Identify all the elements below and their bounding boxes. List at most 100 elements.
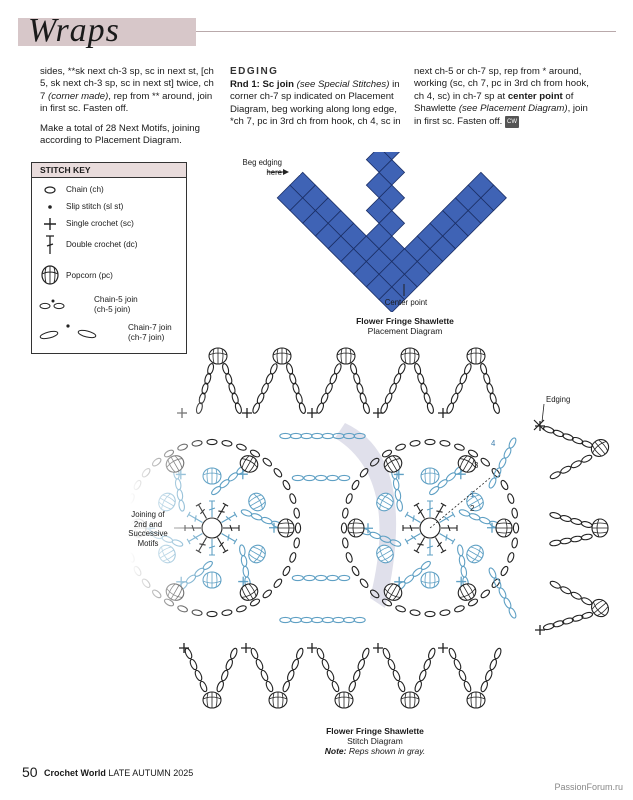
chain-mark: [311, 432, 324, 440]
chain-mark: [491, 578, 501, 589]
dc-mark: [435, 502, 447, 519]
chain-mark: [189, 658, 198, 671]
chain-mark: [439, 609, 451, 616]
chain-mark: [503, 447, 512, 459]
left-fade: [130, 398, 280, 638]
sc-mark: [307, 643, 317, 653]
chain-mark: [294, 522, 302, 534]
chain-mark: [489, 392, 497, 405]
chain-mark: [396, 499, 403, 512]
chain-mark: [289, 372, 297, 385]
chain-mark: [321, 616, 334, 624]
chain-mark: [458, 669, 467, 682]
chain-mark: [303, 574, 316, 582]
chain-mark: [343, 616, 356, 624]
chain-mark: [291, 658, 299, 671]
chain-mark: [492, 402, 500, 414]
chain-mark: [381, 449, 393, 458]
chain-mark: [423, 658, 431, 671]
placement-square: [378, 209, 406, 237]
round-number-2: 2: [470, 504, 475, 513]
popcorn-mark: [466, 492, 484, 512]
edging-paragraph: Rnd 1: Sc join (see Special Stitches) in…: [230, 79, 401, 128]
chain-mark: [409, 609, 421, 616]
page-number: 50: [22, 764, 38, 780]
chain-mark: [362, 647, 370, 660]
chain-mark: [282, 565, 291, 577]
popcorn-mark: [202, 691, 222, 709]
beg-arrow-head-icon: [283, 169, 289, 175]
chain-mark: [488, 567, 497, 579]
chain-mark: [292, 382, 300, 395]
center-point-label: Center point: [384, 298, 428, 307]
chain-mark: [468, 513, 481, 521]
chain-mark: [397, 680, 406, 693]
chain-mark: [580, 533, 593, 541]
center-ring: [419, 517, 441, 539]
chain-mark: [542, 623, 555, 631]
round-number-4: 4: [491, 439, 496, 448]
chain-mark: [491, 467, 501, 478]
chain-mark: [289, 552, 297, 563]
chain-mark: [316, 647, 325, 660]
chain-mark: [353, 616, 366, 624]
popcorn-mark: [466, 544, 484, 564]
paragraph-1: sides, **sk next ch-3 sp, sc in next st,…: [40, 66, 214, 115]
chain-mark: [340, 522, 348, 534]
chain-mark: [287, 669, 295, 682]
chain-mark: [428, 647, 436, 660]
chain-mark: [293, 537, 300, 549]
chain-mark: [295, 392, 303, 405]
edging-label: Edging: [546, 395, 571, 404]
chain-mark: [395, 443, 406, 451]
popcorn-mark: [591, 518, 609, 538]
chain-mark: [345, 493, 353, 504]
popcorn-mark: [376, 544, 394, 564]
popcorn-mark: [336, 347, 356, 365]
chain-mark: [314, 474, 328, 482]
chain-mark: [282, 479, 291, 491]
chain-mark: [448, 647, 457, 660]
chain-mark: [279, 616, 292, 624]
chain-mark: [480, 363, 488, 375]
sc-mark: [373, 408, 383, 418]
chain-mark: [351, 479, 360, 491]
chain-mark: [353, 432, 366, 440]
chain-mark: [321, 658, 330, 671]
slip-stitch-icon: [48, 205, 52, 209]
chain-mark: [230, 647, 238, 660]
chain-mark: [300, 432, 313, 440]
chain-mark: [570, 460, 582, 469]
chain-mark: [480, 457, 491, 467]
chain-mark: [562, 617, 574, 625]
chain-mark: [381, 598, 393, 607]
column-3: next ch-5 or ch-7 sp, rep from * around,…: [414, 66, 594, 129]
chain-mark: [454, 443, 465, 451]
chain-mark: [265, 680, 274, 693]
chain-mark: [303, 474, 316, 482]
chain-mark: [552, 620, 565, 628]
chain-mark: [311, 616, 324, 624]
chain-mark: [570, 535, 583, 543]
chain-mark: [560, 586, 572, 595]
chain-mark: [498, 457, 507, 469]
chain-mark: [298, 402, 306, 414]
chain-mark: [314, 574, 328, 582]
popcorn-mark: [376, 492, 394, 512]
chain-mark: [559, 537, 572, 545]
placement-caption: Flower Fringe Shawlette Placement Diagra…: [356, 316, 454, 336]
chain-mark: [454, 605, 465, 613]
chain-mark: [571, 614, 584, 622]
placement-square: [378, 159, 406, 186]
dc-mark: [441, 524, 458, 532]
stitch-key-title: STITCH KEY: [32, 163, 186, 178]
edging-leader-line: [541, 403, 545, 423]
chain-mark: [467, 598, 479, 607]
chain-mark: [331, 680, 340, 693]
popcorn-mark: [590, 439, 610, 457]
chain-mark: [351, 565, 360, 577]
chain-mark: [570, 518, 583, 525]
chain-mark: [457, 544, 464, 557]
double-crochet-icon: [46, 235, 54, 254]
chain-mark: [480, 680, 488, 693]
